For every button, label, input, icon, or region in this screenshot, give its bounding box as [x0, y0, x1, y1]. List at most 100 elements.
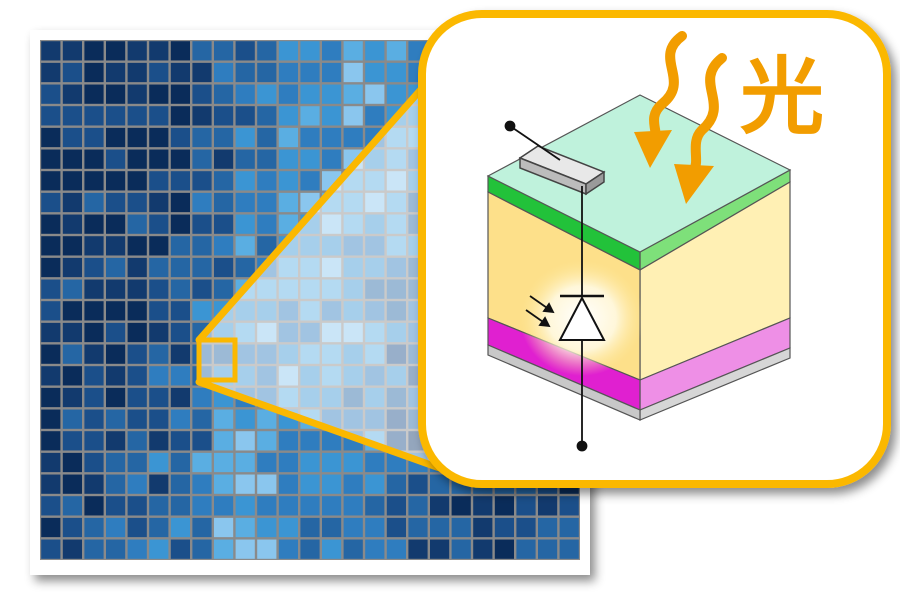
sensor-pixel — [214, 149, 234, 169]
sensor-pixel — [170, 301, 190, 321]
sensor-pixel — [322, 496, 342, 516]
sensor-pixel — [170, 344, 190, 364]
sensor-pixel — [214, 236, 234, 256]
sensor-pixel — [192, 84, 212, 104]
sensor-pixel — [257, 84, 277, 104]
sensor-pixel — [127, 84, 147, 104]
light-wave-2 — [689, 53, 727, 175]
sensor-pixel — [170, 322, 190, 343]
sensor-pixel — [257, 214, 277, 234]
sensor-pixel — [62, 192, 82, 213]
sensor-pixel — [62, 344, 82, 364]
sensor-pixel — [257, 409, 277, 429]
sensor-pixel — [106, 84, 126, 104]
sensor-pixel — [106, 41, 126, 61]
sensor-pixel — [192, 431, 212, 451]
sensor-pixel — [257, 431, 277, 451]
sensor-pixel — [343, 62, 363, 83]
sensor-pixel — [170, 517, 190, 538]
sensor-pixel — [106, 452, 126, 473]
sensor-pixel — [343, 127, 363, 148]
sensor-pixel — [214, 496, 234, 516]
sensor-pixel — [257, 236, 277, 256]
sensor-pixel — [106, 409, 126, 429]
sensor-pixel — [84, 387, 104, 408]
sensor-pixel — [41, 452, 61, 473]
sensor-pixel — [127, 539, 147, 559]
sensor-pixel — [84, 539, 104, 559]
sensor-pixel — [106, 214, 126, 234]
sensor-pixel — [365, 539, 385, 559]
sensor-pixel — [106, 149, 126, 169]
sensor-pixel — [430, 474, 450, 494]
sensor-pixel — [257, 127, 277, 148]
sensor-pixel — [127, 192, 147, 213]
sensor-pixel — [300, 517, 320, 538]
sensor-pixel — [192, 214, 212, 234]
sensor-pixel — [278, 496, 298, 516]
sensor-pixel — [257, 539, 277, 559]
sensor-pixel — [62, 517, 82, 538]
sensor-pixel — [538, 496, 558, 516]
sensor-pixel — [41, 171, 61, 191]
sensor-pixel — [84, 431, 104, 451]
sensor-pixel — [451, 496, 471, 516]
sensor-pixel — [257, 62, 277, 83]
sensor-pixel — [127, 171, 147, 191]
cube-front-base — [487, 344, 641, 421]
sensor-pixel — [62, 171, 82, 191]
sensor-pixel — [106, 62, 126, 83]
sensor-pixel — [559, 517, 579, 538]
sensor-pixel — [365, 106, 385, 126]
light-label: 光 — [740, 48, 824, 146]
sensor-pixel — [343, 106, 363, 126]
sensor-pixel — [300, 539, 320, 559]
sensor-pixel — [257, 192, 277, 213]
sensor-pixel — [192, 62, 212, 83]
sensor-pixel — [149, 366, 169, 386]
sensor-pixel — [106, 517, 126, 538]
sensor-pixel — [170, 452, 190, 473]
photodiode-symbol — [504, 120, 606, 452]
sensor-pixel — [84, 257, 104, 278]
sensor-pixel — [84, 62, 104, 83]
sensor-pixel — [365, 62, 385, 83]
sensor-pixel — [41, 279, 61, 299]
sensor-pixel — [322, 474, 342, 494]
sensor-pixel — [538, 539, 558, 559]
sensor-pixel — [149, 214, 169, 234]
sensor-pixel — [84, 41, 104, 61]
sensor-pixel — [149, 431, 169, 451]
sensor-pixel — [62, 431, 82, 451]
terminal-bottom — [576, 440, 588, 452]
sensor-pixel — [516, 496, 536, 516]
sensor-pixel — [84, 192, 104, 213]
sensor-pixel — [278, 452, 298, 473]
sensor-pixel — [300, 171, 320, 191]
sensor-pixel — [235, 192, 255, 213]
sensor-pixel — [170, 387, 190, 408]
sensor-pixel — [278, 539, 298, 559]
light-arrowhead-1 — [634, 130, 672, 168]
sensor-pixel — [343, 41, 363, 61]
sensor-pixel — [106, 431, 126, 451]
sensor-pixel — [41, 106, 61, 126]
sensor-pixel — [149, 62, 169, 83]
sensor-pixel — [170, 62, 190, 83]
sensor-pixel — [62, 84, 82, 104]
terminal-top — [504, 120, 516, 132]
sensor-pixel — [408, 517, 428, 538]
sensor-pixel — [84, 214, 104, 234]
sensor-pixel — [149, 149, 169, 169]
sensor-pixel — [322, 431, 342, 451]
sensor-pixel — [41, 496, 61, 516]
sensor-pixel — [170, 474, 190, 494]
sensor-pixel — [343, 474, 363, 494]
sensor-pixel — [192, 279, 212, 299]
sensor-pixel — [300, 106, 320, 126]
zoom-line-top — [195, 64, 444, 344]
sensor-pixel — [322, 452, 342, 473]
sensor-pixel — [322, 517, 342, 538]
sensor-pixel — [170, 257, 190, 278]
zoom-line-bottom — [195, 378, 449, 474]
